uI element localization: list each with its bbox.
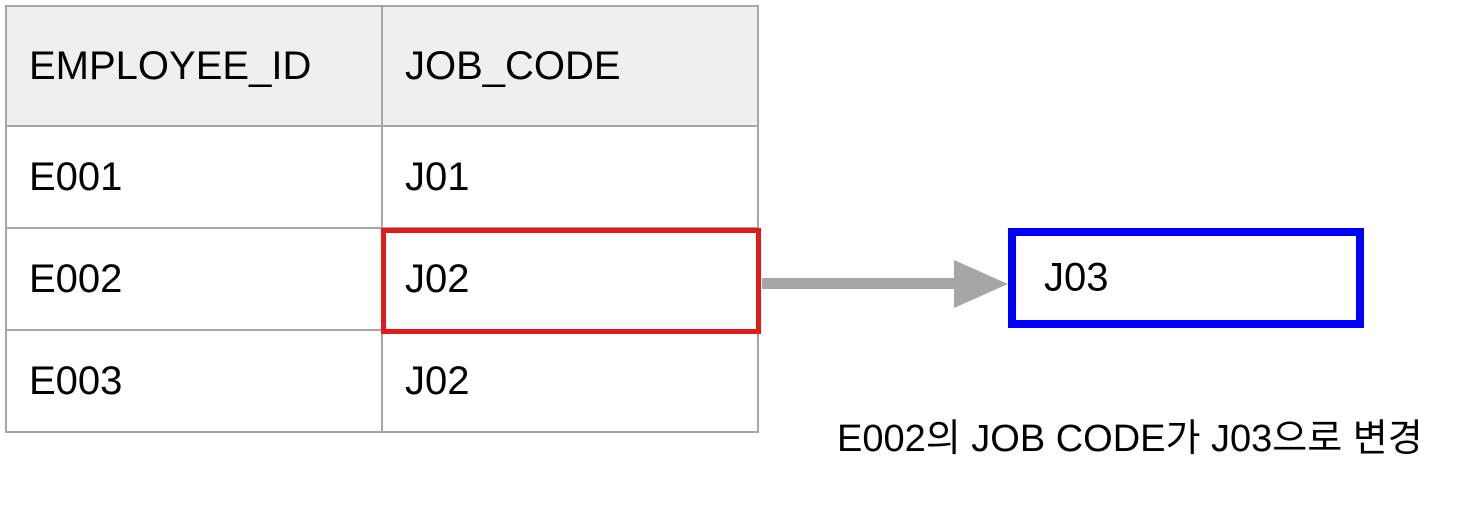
- cell-employee-id: E003: [5, 329, 383, 433]
- cell-employee-id: E001: [5, 125, 383, 229]
- employee-job-table: EMPLOYEE_ID JOB_CODE E001 J01 E002 J02 E…: [5, 5, 759, 433]
- cell-employee-id: E002: [5, 227, 383, 331]
- right-arrow-icon: [762, 260, 1008, 308]
- table-row: E003 J02: [5, 329, 759, 433]
- cell-job-code-highlighted: J02: [381, 227, 759, 331]
- table-header-row: EMPLOYEE_ID JOB_CODE: [5, 5, 759, 127]
- change-caption: E002의 JOB CODE가 J03으로 변경: [837, 418, 1423, 460]
- table-row: E001 J01: [5, 125, 759, 229]
- cell-job-code: J01: [381, 125, 759, 229]
- cell-job-code: J02: [381, 329, 759, 433]
- header-job-code: JOB_CODE: [381, 5, 759, 127]
- new-job-code-value: J03: [1044, 255, 1109, 300]
- header-employee-id: EMPLOYEE_ID: [5, 5, 383, 127]
- arrow-head: [954, 260, 1008, 308]
- new-job-code-box: J03: [1008, 228, 1364, 328]
- arrow-shaft: [762, 278, 958, 289]
- table-row: E002 J02: [5, 227, 759, 331]
